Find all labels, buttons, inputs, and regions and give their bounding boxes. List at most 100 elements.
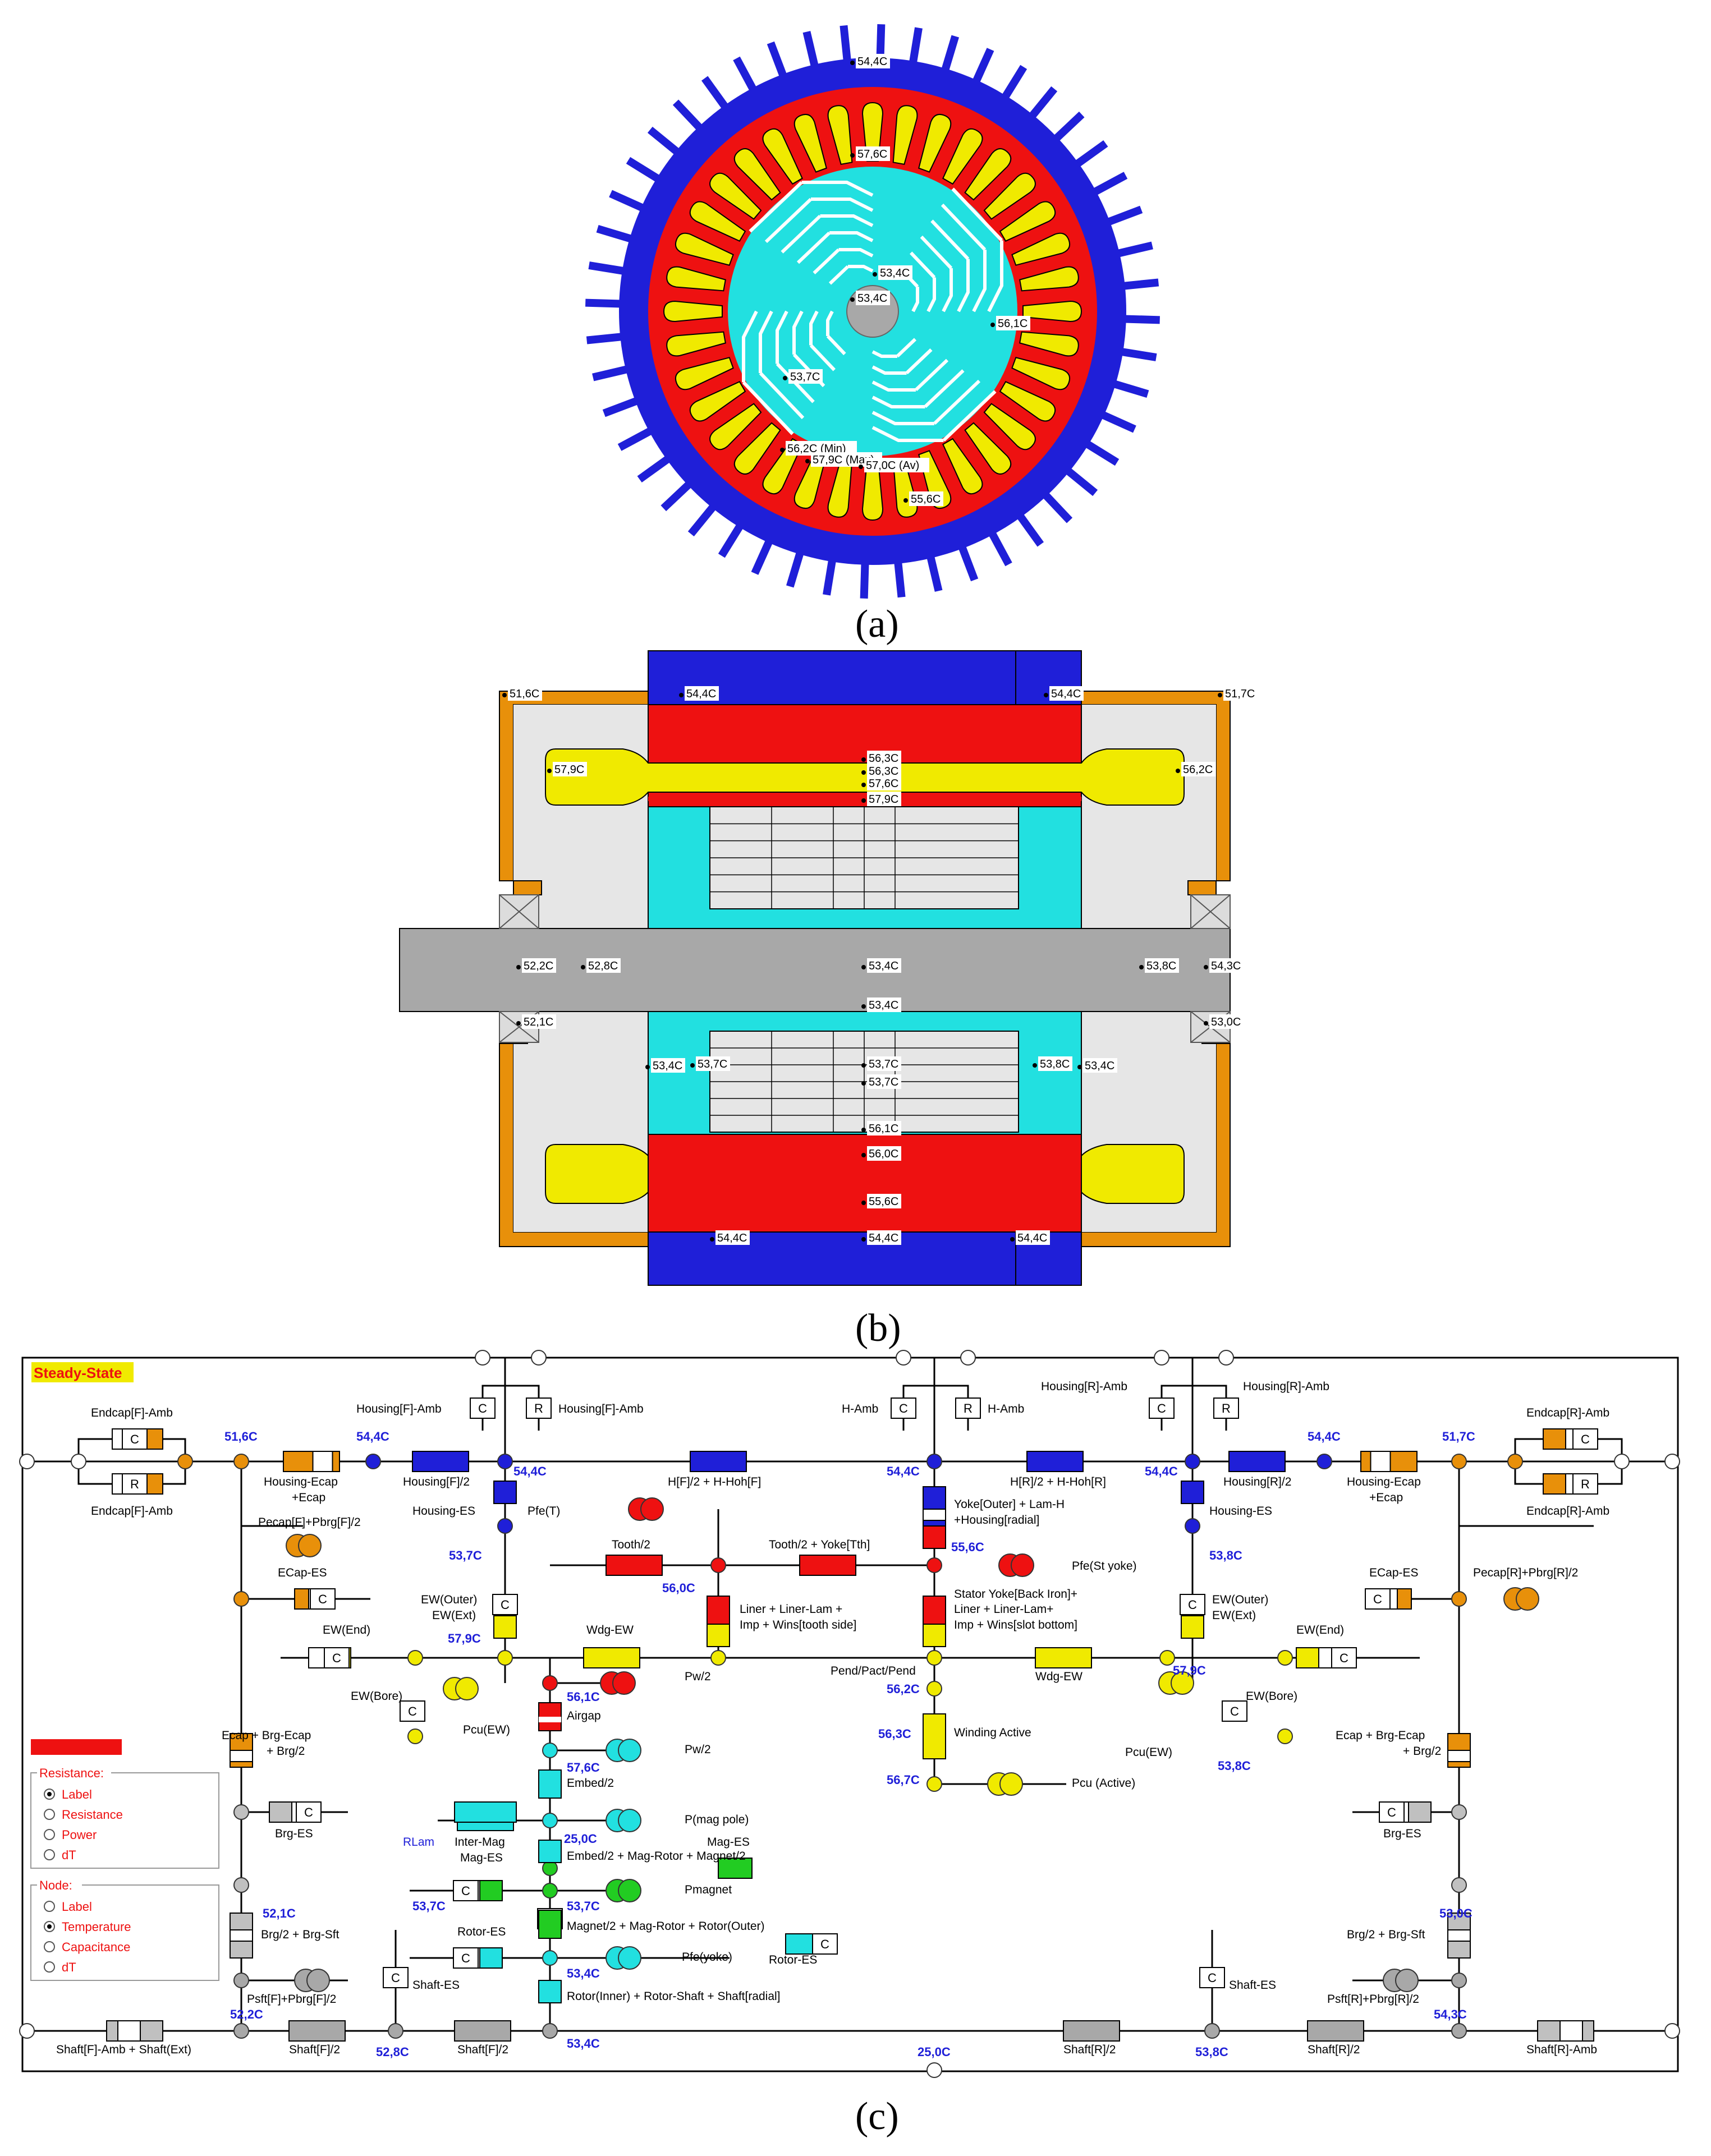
resistor (312, 1451, 333, 1472)
network-node (926, 1681, 942, 1697)
temp-label: 55,6C (869, 1196, 898, 1208)
network-node (233, 1804, 249, 1820)
node-temperature: 54,4C (1308, 1429, 1341, 1444)
temp-label: 56,2C (1183, 764, 1213, 776)
slot (999, 381, 1056, 422)
network-label: H-Amb (988, 1403, 1024, 1415)
network-label: Rotor(Inner) + Rotor-Shaft + Shaft[radia… (567, 1990, 781, 2003)
network-label: Shaft[F]-Amb + Shaft(Ext) (56, 2043, 191, 2056)
node-temperature: 53,4C (567, 2037, 600, 2051)
capacitor (453, 1880, 479, 1901)
network-label: P(mag pole) (685, 1813, 749, 1826)
network-label: Stator Yoke[Back Iron]+ (954, 1588, 1077, 1601)
slot (827, 105, 853, 165)
temp-label-bg (909, 491, 943, 506)
capacitor (400, 1700, 425, 1722)
network-label: Housing[R]-Amb (1243, 1380, 1329, 1393)
resistor (799, 1555, 856, 1576)
slot (689, 381, 746, 422)
network-label: Housing-ES (1209, 1505, 1272, 1518)
radio-button[interactable] (44, 1901, 55, 1912)
temp-label: 56,0C (869, 1148, 898, 1160)
network-label: EW(Bore) (351, 1690, 402, 1703)
network-label: Yoke[Outer] + Lam-H (954, 1498, 1065, 1511)
capacitor (812, 1933, 838, 1955)
radio-button[interactable] (44, 1809, 55, 1820)
network-label: +Ecap (292, 1491, 325, 1504)
radio-button[interactable] (44, 1941, 55, 1952)
network-node (542, 1743, 558, 1758)
svg-text:C: C (461, 1951, 470, 1965)
capacitor (1149, 1398, 1175, 1419)
svg-text:R: R (964, 1401, 973, 1415)
network-node (233, 1877, 249, 1893)
network-node (497, 1650, 513, 1666)
network-label: H[F]/2 + H-Hoh[F] (668, 1475, 761, 1488)
node-temperature: 54,4C (356, 1429, 389, 1444)
resistance-group-title: Resistance: (39, 1766, 104, 1780)
node-temperature: 56,0C (662, 1581, 695, 1595)
network-label: Psft[R]+Pbrg[R]/2 (1327, 1993, 1419, 2006)
rotor-laminations (742, 181, 1003, 442)
temp-label: 56,2C (Min) (787, 443, 846, 455)
temp-label: 54,4C (1017, 1232, 1047, 1244)
radio-label: Label (62, 1900, 92, 1914)
fin (592, 364, 634, 381)
fin (1088, 172, 1128, 198)
network-node (1451, 1804, 1467, 1820)
network-label: + Brg/2 (267, 1745, 305, 1758)
radio-label: Capacitance (62, 1940, 130, 1954)
network-frame (21, 1357, 1679, 2072)
radio-button[interactable] (44, 1961, 55, 1973)
network-label: EW(Bore) (1246, 1690, 1297, 1703)
network-node (388, 2023, 403, 2039)
network-node (1451, 1454, 1467, 1469)
fin (1070, 140, 1108, 171)
network-label: Housing[R]/2 (1223, 1475, 1291, 1488)
network-node (497, 1454, 513, 1469)
network-node (1204, 2023, 1220, 2039)
slot (964, 422, 1012, 475)
network-label: Pecap[R]+Pbrg[R]/2 (1473, 1566, 1578, 1579)
temp-label: 56,1C (869, 1123, 898, 1135)
radio-button[interactable] (44, 1829, 55, 1840)
capacitor (470, 1398, 496, 1419)
network-node (896, 1350, 911, 1366)
capacitor (310, 1588, 336, 1610)
svg-text:C: C (1230, 1704, 1239, 1718)
temp-label: 53,7C (698, 1058, 727, 1070)
temp-label: 57,9C (554, 764, 584, 776)
network-label: Airgap (567, 1709, 601, 1722)
caption-b: (b) (855, 1307, 901, 1350)
node-temperature: 52,2C (230, 2007, 263, 2021)
network-node (1451, 1973, 1467, 1988)
svg-text:C: C (1157, 1401, 1166, 1415)
temp-label: 55,6C (911, 493, 941, 505)
fin (609, 190, 649, 214)
radio-label: Temperature (62, 1920, 131, 1934)
capacitor (891, 1398, 916, 1419)
network-node (233, 1973, 249, 1988)
temp-label: 54,4C (717, 1232, 747, 1244)
network-node (19, 1454, 35, 1469)
slot (666, 266, 726, 292)
network-label: Pend/Pact/Pend (831, 1665, 916, 1677)
temp-label-bg (878, 265, 912, 280)
network-label: Housing-Ecap (264, 1475, 338, 1488)
radio-button[interactable] (44, 1849, 55, 1860)
fin (751, 535, 775, 575)
network-node (475, 1350, 490, 1366)
temp-label: 54,4C (686, 688, 716, 700)
end-winding-front-bottom (545, 1144, 649, 1204)
network-label: Pecap[F]+Pbrg[F]/2 (258, 1516, 361, 1529)
svg-text:C: C (478, 1401, 487, 1415)
network-node (365, 1454, 381, 1469)
node-temperature: 51,7C (1442, 1429, 1475, 1444)
network-label: Endcap[R]-Amb (1526, 1406, 1609, 1419)
resistor (1559, 2020, 1583, 2042)
network-label: Embed/2 + Mag-Rotor + Magnet/2 (567, 1850, 746, 1863)
resistor (923, 1713, 946, 1759)
network-node (926, 1557, 942, 1573)
